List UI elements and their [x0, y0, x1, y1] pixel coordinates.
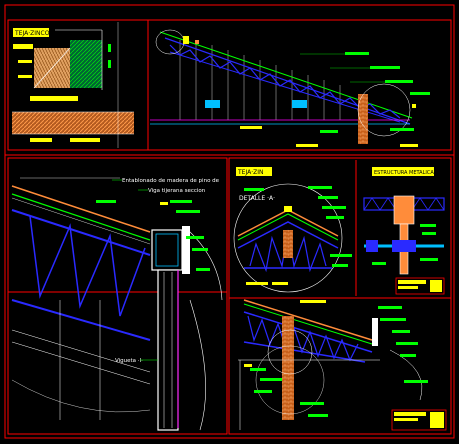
title-top-left: TEJA·ZINCO	[14, 30, 50, 37]
ridge-detail-panel: TEJA·ZIN DETALLE ·A·	[233, 167, 352, 293]
roof-tile-row	[12, 112, 134, 134]
green-insulation	[70, 40, 102, 88]
eave-detail-panel	[238, 299, 447, 431]
title-steel: ESTRUCTURA METALICA	[374, 170, 434, 176]
column-post	[157, 269, 179, 431]
large-roof-detail: Entablonado de madera de pino de Viga ti…	[11, 177, 223, 431]
title-box-top-left	[13, 28, 49, 37]
detail-a-circle	[233, 183, 343, 293]
title-middle-right: TEJA·ZIN	[237, 169, 264, 176]
top-right-elevation	[150, 29, 430, 147]
title-box-middle-right	[236, 167, 272, 176]
note-viga-tijerana: Viga tijerana seccion	[148, 188, 206, 194]
title-box-steel	[372, 167, 434, 176]
note-vigueta: Vigueta ·I·	[115, 358, 143, 364]
detail-a-label: DETALLE ·A·	[239, 195, 275, 202]
sheet-frames	[4, 4, 455, 439]
eave-brick-wall	[282, 316, 294, 420]
steel-structure-panel: ESTRUCTURA METALICA	[363, 167, 445, 295]
brick-column	[358, 94, 368, 144]
top-left-detail: TEJA·ZINCO	[12, 22, 134, 148]
note-entablonado: Entablonado de madera de pino de	[122, 178, 220, 184]
